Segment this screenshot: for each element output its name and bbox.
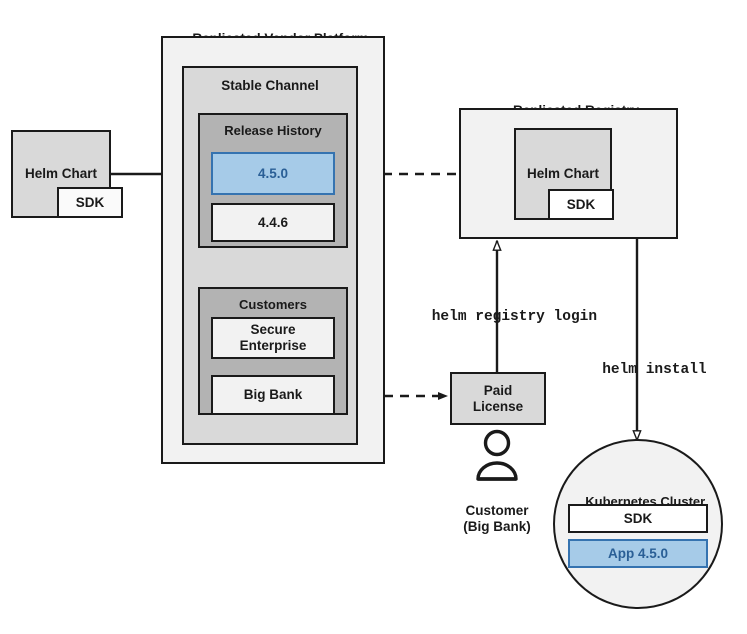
cluster-component-label: SDK xyxy=(623,510,653,526)
release-version-label: 4.4.6 xyxy=(257,214,289,230)
release-item-4-4-6[interactable]: 4.4.6 xyxy=(211,203,335,242)
cluster-component-sdk[interactable]: SDK xyxy=(568,504,708,533)
release-item-4-5-0[interactable]: 4.5.0 xyxy=(211,152,335,195)
cluster-component-app[interactable]: App 4.5.0 xyxy=(568,539,708,568)
customer-name-label: Big Bank xyxy=(243,387,303,403)
customer-name-label: Secure Enterprise xyxy=(239,322,307,353)
release-history-title: Release History xyxy=(224,123,322,138)
source-sdk-label: SDK xyxy=(75,194,105,210)
customer-item-big-bank[interactable]: Big Bank xyxy=(211,375,335,415)
paid-license-label: Paid License xyxy=(472,382,524,414)
customer-actor-label: Customer (Big Bank) xyxy=(463,502,531,534)
source-helm-chart-label: Helm Chart xyxy=(24,166,97,182)
registry-sdk-label: SDK xyxy=(566,196,596,212)
person-icon xyxy=(476,429,518,481)
registry-sdk-box: SDK xyxy=(548,189,614,220)
command-registry-login: helm registry login xyxy=(431,309,598,325)
cluster-component-label: App 4.5.0 xyxy=(607,545,669,561)
command-helm-install: helm install xyxy=(602,362,707,378)
stable-channel-title: Stable Channel xyxy=(221,78,319,93)
source-sdk-box: SDK xyxy=(57,187,123,218)
registry-helm-chart-label: Helm Chart xyxy=(526,166,599,182)
customer-item-secure-enterprise[interactable]: Secure Enterprise xyxy=(211,317,335,359)
paid-license-box: Paid License xyxy=(450,372,546,425)
release-version-label: 4.5.0 xyxy=(257,165,289,181)
customers-title: Customers xyxy=(239,297,307,312)
source-helm-chart-box: Helm Chart xyxy=(11,130,111,218)
